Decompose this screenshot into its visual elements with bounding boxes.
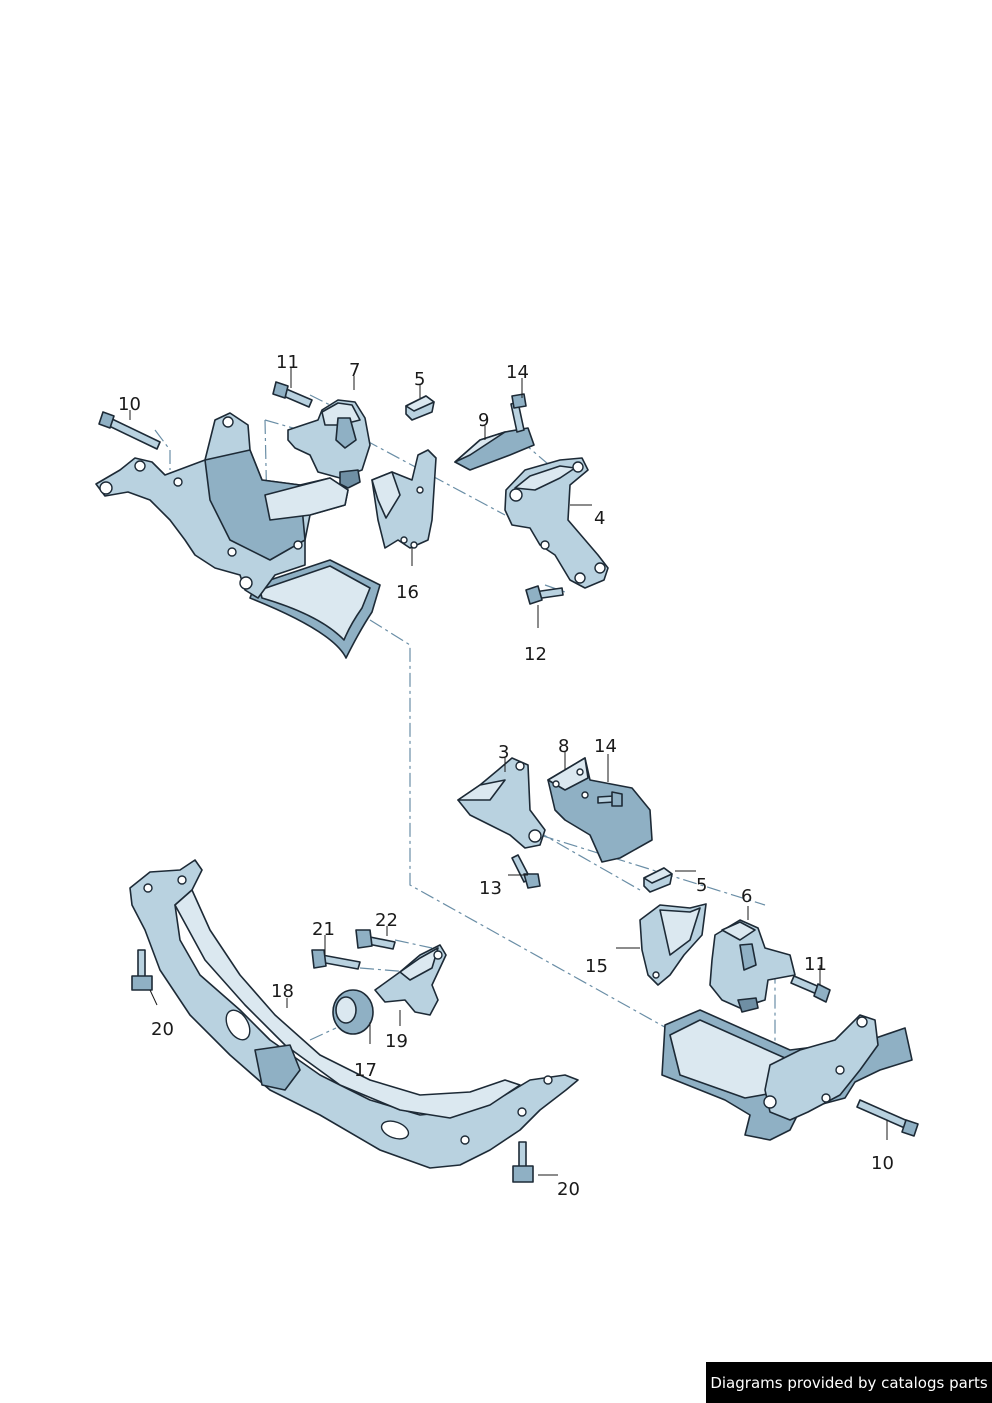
front-subframe-right (661, 1009, 913, 1141)
callout-3: 3 (498, 742, 509, 763)
callout-14: 14 (506, 362, 529, 383)
bolt-14-mid (597, 791, 623, 807)
callout-7: 7 (349, 360, 360, 381)
bolt-11-mid (790, 975, 831, 1003)
bolt-21 (311, 949, 361, 970)
bolt-20-left (131, 949, 153, 991)
stop-block-5-mid (643, 867, 673, 893)
stop-block-5-top (405, 395, 435, 421)
engine-mount-6 (709, 919, 796, 1013)
callout-6: 6 (741, 886, 752, 907)
support-bracket-3 (457, 757, 546, 849)
callout-20: 20 (151, 1019, 174, 1040)
heat-shield-8 (547, 757, 653, 863)
crossmember-17 (129, 859, 579, 1169)
callout-11: 11 (804, 954, 827, 975)
callout-21: 21 (312, 919, 335, 940)
callout-5: 5 (696, 875, 707, 896)
callout-18: 18 (271, 981, 294, 1002)
callout-leaders (129, 368, 888, 1176)
bolt-14-top (510, 393, 527, 433)
bracket-19 (374, 944, 447, 1016)
callout-5: 5 (414, 369, 425, 390)
credit-text: Diagrams provided by catalogs parts (710, 1373, 988, 1392)
bolt-12 (525, 585, 564, 605)
front-subframe-top (95, 412, 381, 659)
engine-mount-7 (287, 399, 371, 489)
callout-16: 16 (396, 582, 419, 603)
callout-labels: 11 7 5 14 10 9 4 16 12 3 8 14 13 5 6 15 … (118, 352, 894, 1200)
bolt-11-top (272, 381, 313, 408)
bushing-18 (332, 989, 374, 1035)
callout-17: 17 (354, 1060, 377, 1081)
bolt-10-top (98, 411, 161, 450)
callout-20: 20 (557, 1179, 580, 1200)
callout-10: 10 (118, 394, 141, 415)
bolt-13 (511, 854, 541, 889)
support-bracket-4 (504, 457, 609, 589)
callout-9: 9 (478, 410, 489, 431)
callout-8: 8 (558, 736, 569, 757)
callout-19: 19 (385, 1031, 408, 1052)
bracket-16 (371, 449, 437, 549)
callout-12: 12 (524, 644, 547, 665)
callout-15: 15 (585, 956, 608, 977)
callout-13: 13 (479, 878, 502, 899)
callout-4: 4 (594, 508, 605, 529)
heat-shield-9 (454, 427, 535, 471)
bracket-15 (639, 903, 707, 986)
bolt-22 (355, 929, 396, 950)
bolt-20-right (512, 1141, 534, 1183)
callout-14: 14 (594, 736, 617, 757)
callout-22: 22 (375, 910, 398, 931)
callout-11: 11 (276, 352, 299, 373)
callout-10: 10 (871, 1153, 894, 1174)
bolt-10-bottom (856, 1099, 919, 1137)
credit-banner: Diagrams provided by catalogs parts (706, 1362, 992, 1403)
